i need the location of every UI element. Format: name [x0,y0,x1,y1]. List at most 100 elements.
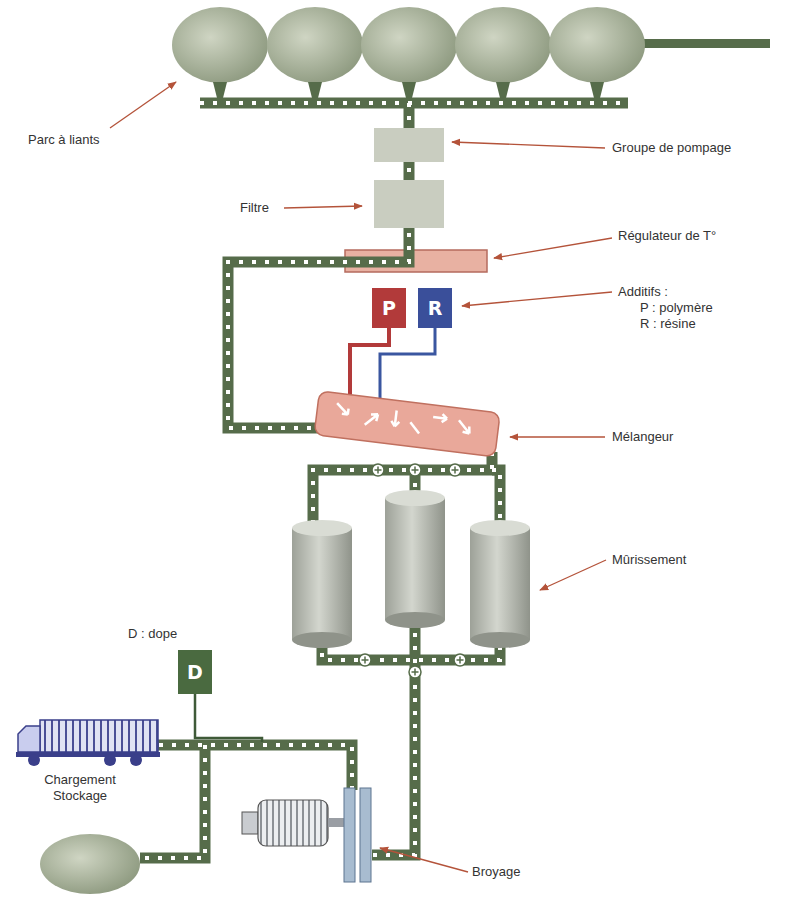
drawing-part [462,292,612,306]
drawing-part [292,520,352,536]
drawing-part [365,413,378,426]
filter-unit [374,180,444,228]
callout-label: P : polymère [640,300,713,316]
drawing-part [380,848,468,872]
drawing-part [360,788,371,882]
callout-label: D : dope [128,626,177,642]
drawing-part [104,754,116,766]
drawing-part [494,238,612,258]
valve [372,464,384,476]
drawing-part [433,413,448,423]
drawing-part [510,436,605,437]
flow-marks [372,620,415,855]
callout-label: Broyage [472,864,520,880]
drawing-part [314,391,500,457]
flow-marks [492,470,500,522]
valve [409,666,421,678]
leader-arrows [110,82,612,872]
drawing-part [372,620,415,855]
flow-marks [140,745,205,858]
drawing-part [267,7,363,83]
flow-marks [158,745,352,790]
drawing-part [284,206,362,208]
drawing-part [28,754,40,766]
drawing-part [213,82,227,98]
pump-unit [374,128,444,162]
callout-label: Groupe de pompage [612,140,731,156]
valve [359,654,371,666]
callout-label: R : résine [640,316,696,332]
drawing-part [492,470,500,522]
callout-label: Chargement Stockage [30,772,130,803]
valve-cross [452,467,459,474]
callout-label: Régulateur de T° [618,228,716,244]
valve-cross [362,657,369,664]
valve-cross [412,669,419,676]
drawing-part [130,754,142,766]
dope-box: D [178,650,212,694]
storage-tank [40,834,140,894]
grinder [242,788,371,882]
drawing-part [242,812,258,834]
drawing-part [385,498,445,620]
callout-label: Additifs : [618,284,668,300]
drawing-part [158,745,352,790]
dope-line [195,694,262,742]
callout-label: Parc à liants [28,132,100,148]
drawing-part [328,818,344,827]
drawing-part [549,7,645,83]
drawing-part [18,726,40,752]
drawing-part [258,800,328,846]
drawing-part [470,528,530,640]
additive-letter: P [382,297,396,319]
callout-label: Mûrissement [612,552,686,568]
drawing-part [540,560,606,590]
truck [16,720,160,766]
drawing-part [409,422,420,433]
drawing-part [110,82,176,128]
drawing-part [292,528,352,640]
valve-cross [412,467,419,474]
callout-label: Filtre [240,200,269,216]
drawing-part [292,632,352,648]
valve-cross [457,657,464,664]
valve-cross [375,467,382,474]
drawing-part [140,745,205,858]
drawing-part [470,632,530,648]
additive-letter: R [428,297,443,319]
pipework [140,103,628,858]
drawing-part [470,520,530,536]
flow-marks [200,101,628,105]
valve [454,654,466,666]
drawing-part [336,403,349,414]
resin-box: R [418,288,452,328]
polymer-line [350,328,389,404]
binder-tanks [172,7,770,98]
resin-line [380,328,435,406]
polymer-box: P [372,288,406,328]
drawing-part [391,410,401,427]
drawing-part [335,401,472,439]
drawing-part [172,7,268,83]
drawing-part [385,612,445,628]
valve [449,464,461,476]
valve [409,464,421,476]
maturation-tanks [292,490,530,648]
drawing-part [496,82,510,98]
callout-label: Mélangeur [612,429,673,445]
mixer [314,391,500,457]
drawing-part [344,788,355,882]
drawing-part [402,82,416,98]
drawing-part [640,39,770,48]
drawing-part [452,142,605,148]
valves [359,464,466,678]
drawing-part [308,82,322,98]
drawing-part [40,720,158,752]
drawing-part [385,490,445,506]
drawing-part [590,82,604,98]
drawing-part [361,7,457,83]
drawing-part [455,7,551,83]
